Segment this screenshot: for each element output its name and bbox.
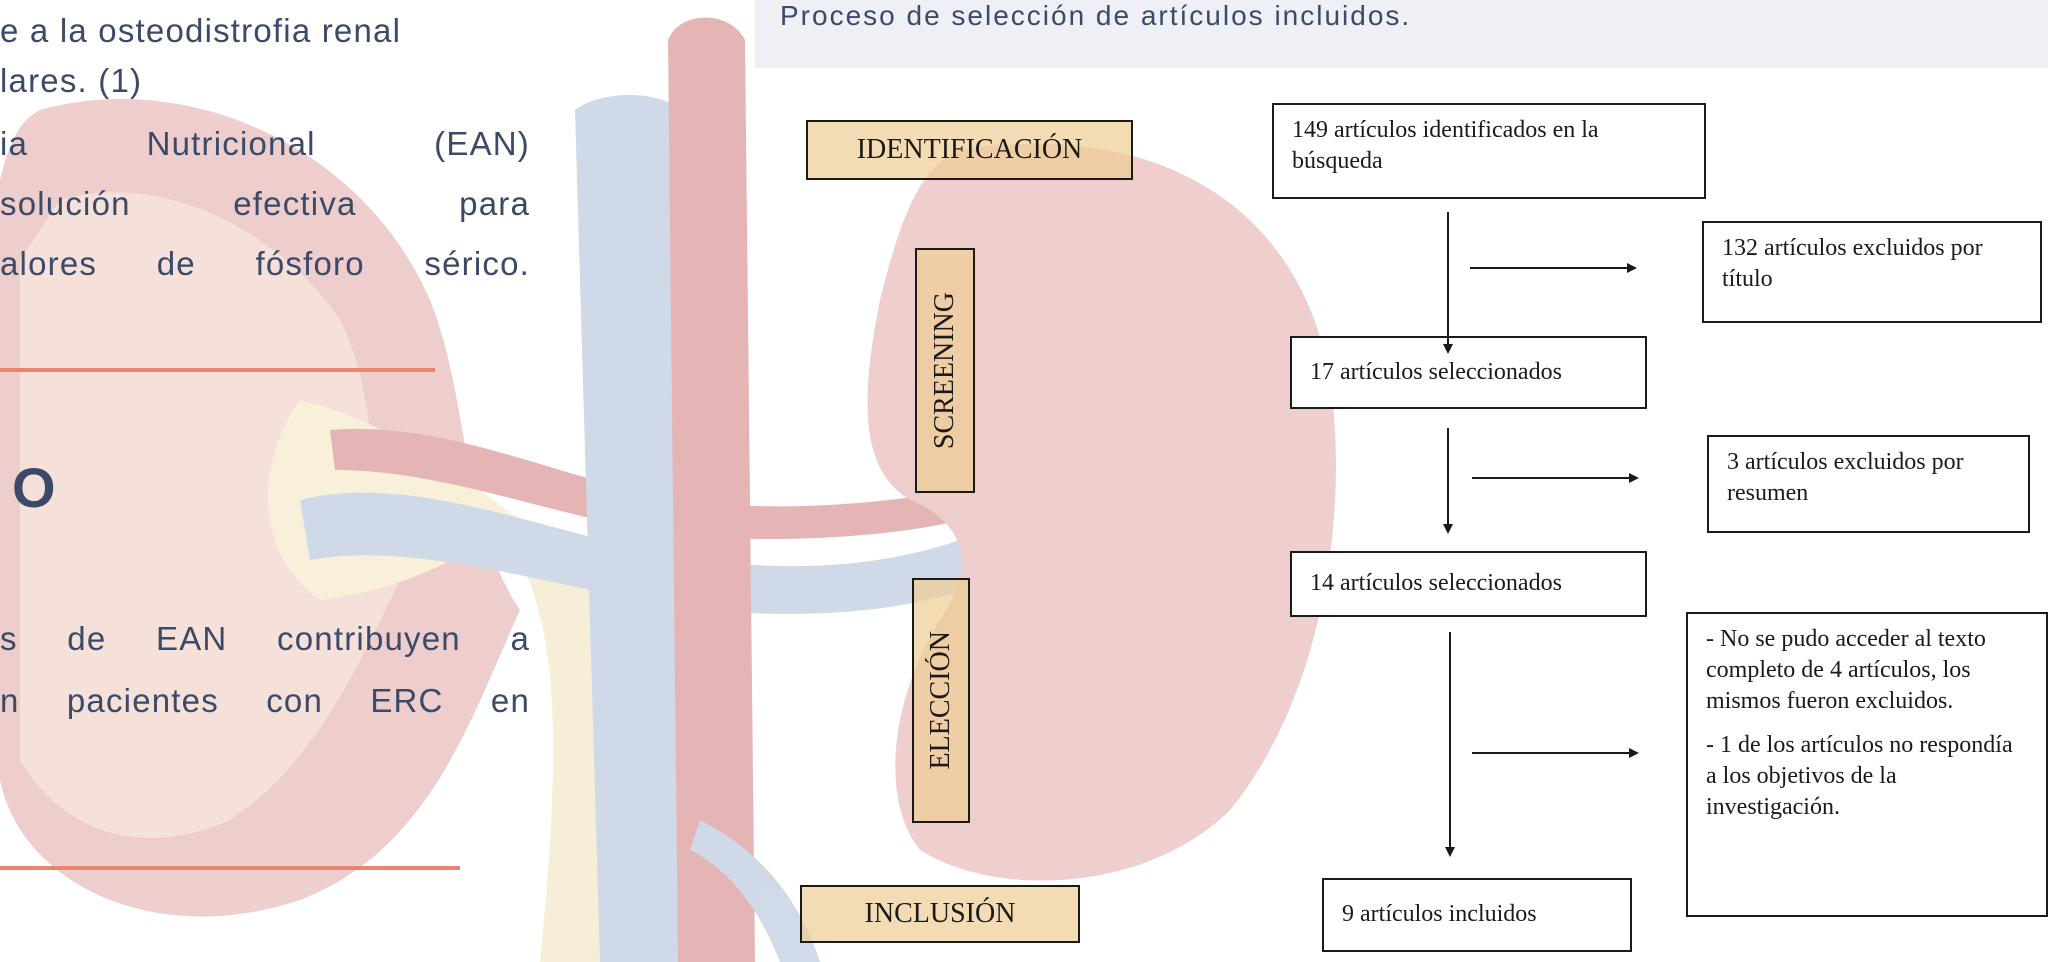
aorta-shape (668, 18, 755, 962)
exclusion-note: - 1 de los artículos no respondía a los … (1706, 730, 2028, 824)
stage-eleccion-label: ELECCIÓN (925, 631, 957, 769)
left-text-line: s de EAN contribuyen a (0, 620, 530, 658)
box-selected-14: 14 artículos seleccionados (1290, 551, 1647, 617)
section-heading: O (12, 455, 56, 520)
figure-caption: Proceso de selección de artículos inclui… (780, 0, 1411, 32)
stage-eleccion: ELECCIÓN (912, 578, 970, 823)
stage-screening: SCREENING (915, 248, 975, 493)
left-text-line: alores de fósforo sérico. (0, 245, 530, 283)
stage-screening-label: SCREENING (929, 292, 961, 449)
box-excluded-title: 132 artículos excluidos por título (1702, 221, 2042, 323)
accent-rule (0, 368, 435, 372)
box-selected-17: 17 artículos seleccionados (1290, 336, 1647, 409)
accent-rule (0, 866, 460, 870)
left-text-line: e a la osteodistrofia renal (0, 12, 530, 50)
left-text-line: solución efectiva para (0, 185, 530, 223)
stage-identificacion: IDENTIFICACIÓN (806, 120, 1133, 180)
left-text-line: ia Nutricional (EAN) (0, 125, 530, 163)
box-included: 9 artículos incluidos (1322, 878, 1632, 952)
left-text-line: n pacientes con ERC en (0, 682, 530, 720)
left-text-line: lares. (1) (0, 62, 530, 100)
box-identified: 149 artículos identificados en la búsque… (1272, 103, 1706, 199)
box-excluded-notes: - No se pudo acceder al texto completo d… (1686, 612, 2048, 917)
box-excluded-summary: 3 artículos excluidos por resumen (1707, 435, 2030, 533)
exclusion-note: - No se pudo acceder al texto completo d… (1706, 624, 2028, 718)
stage-inclusion: INCLUSIÓN (800, 885, 1080, 943)
